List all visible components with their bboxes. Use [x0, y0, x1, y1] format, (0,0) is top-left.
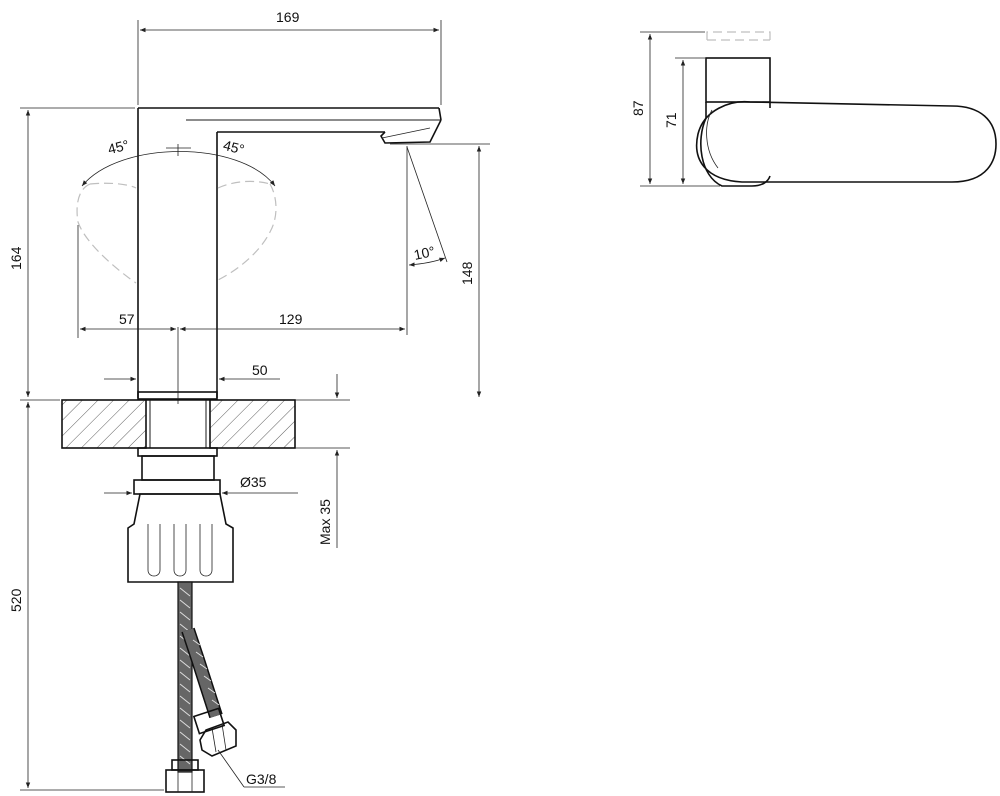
dim-148-label: 148 — [459, 261, 475, 285]
dim-dia35-label: Ø35 — [240, 474, 267, 490]
dim-520-label: 520 — [8, 588, 24, 612]
braided-hoses — [165, 581, 237, 793]
dim-520: 520 — [8, 402, 164, 791]
dim-max35: Max 35 — [317, 374, 340, 548]
angle-right-label: 45° — [222, 137, 246, 158]
dim-169-label: 169 — [276, 9, 300, 25]
dim-thread: G3/8 — [217, 749, 285, 788]
dim-169: 169 — [137, 9, 442, 105]
dim-148: 148 — [390, 143, 490, 397]
dim-164-label: 164 — [8, 246, 24, 270]
side-view — [696, 57, 997, 187]
dim-max35-label: Max 35 — [317, 499, 333, 545]
dim-50-label: 50 — [252, 362, 268, 378]
mounting-shank — [127, 447, 234, 583]
faucet-body — [137, 107, 442, 400]
dim-side: 87 71 — [630, 31, 720, 187]
dim-57-label: 57 — [119, 311, 135, 327]
dim-10deg: 10° — [406, 146, 448, 335]
dim-10deg-label: 10° — [412, 243, 436, 263]
dim-dia35: Ø35 — [104, 474, 298, 496]
angle-arc: 45° 45° — [81, 137, 276, 187]
dim-129-label: 129 — [279, 311, 303, 327]
dim-164: 164 — [8, 107, 135, 397]
dim-50: 50 — [104, 362, 280, 390]
angle-left-label: 45° — [106, 137, 130, 158]
countertop-section — [20, 399, 350, 449]
dim-71-label: 71 — [663, 112, 679, 128]
dim-reach: 57 129 — [77, 225, 405, 338]
dim-87-label: 87 — [630, 100, 646, 116]
thread-label: G3/8 — [246, 771, 277, 787]
